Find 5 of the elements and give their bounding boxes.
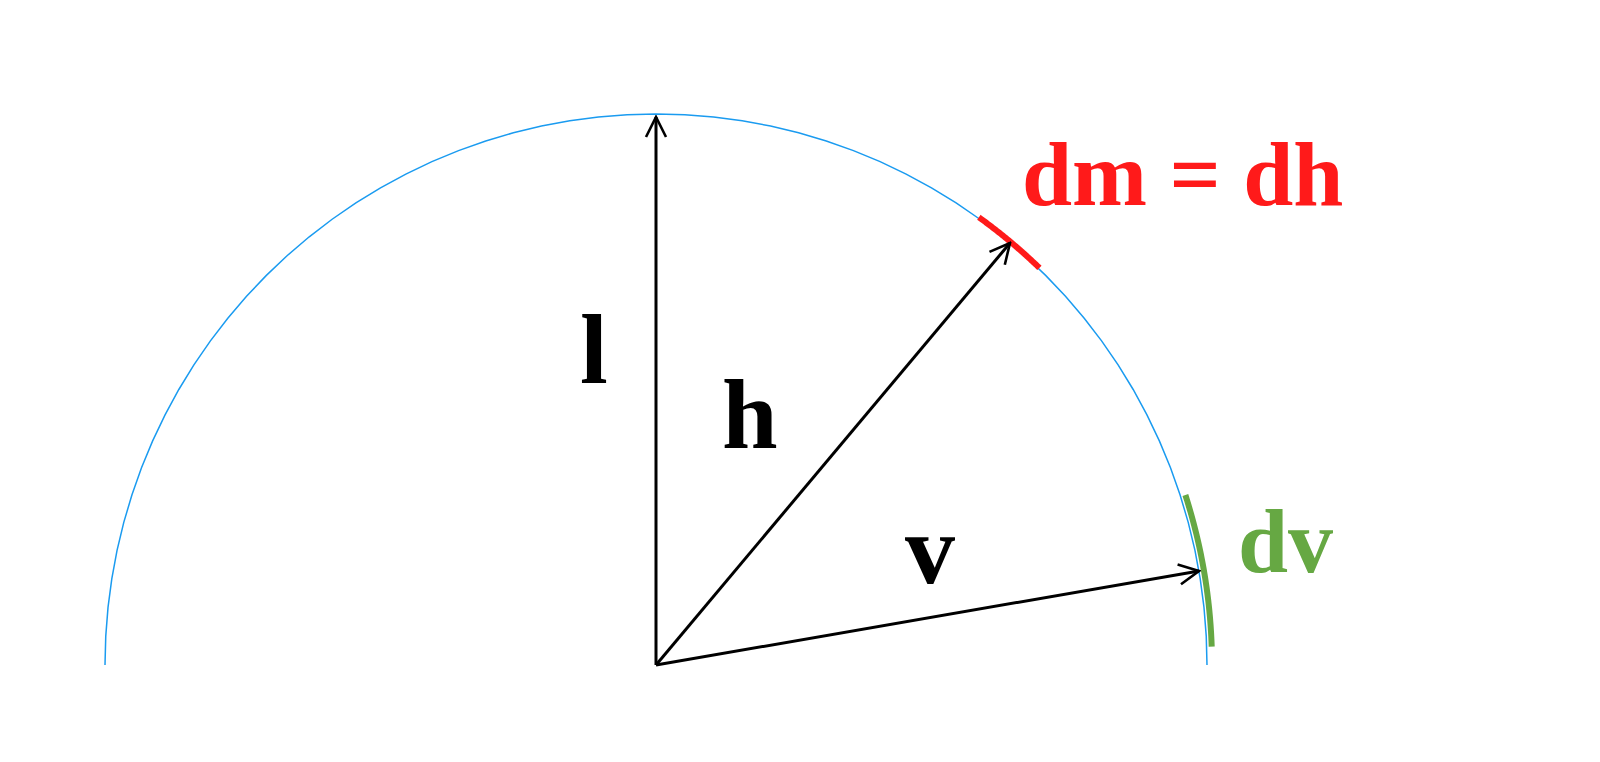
vector-label: v xyxy=(905,500,955,600)
vector-label: h xyxy=(722,365,778,465)
differential-label: dm = dh xyxy=(1022,130,1344,220)
vector-label: l xyxy=(580,300,608,400)
differential-label: dv xyxy=(1238,497,1334,587)
